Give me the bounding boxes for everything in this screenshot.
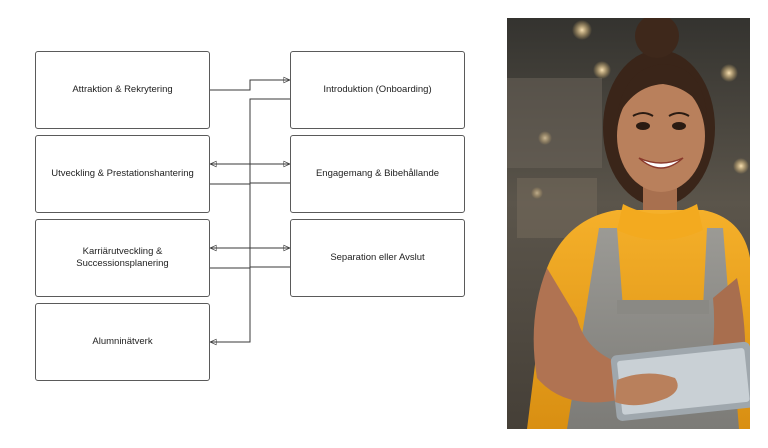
node-label: Attraktion & Rekrytering (72, 84, 173, 95)
edge-sep-alu (210, 266, 290, 342)
node-utveckling: Utveckling & Prestationshantering (35, 135, 210, 213)
node-engagemang: Engagemang & Bibehållande (290, 135, 465, 213)
node-separation: Separation eller Avslut (290, 219, 465, 297)
edge-intro-utv (210, 98, 290, 164)
node-label-line1: Karriärutveckling & (82, 246, 163, 257)
photo-illustration (507, 18, 750, 429)
photo-smiling-woman-with-tablet (507, 18, 750, 429)
node-label: Introduktion (Onboarding) (323, 84, 432, 95)
node-label: Separation eller Avslut (330, 252, 425, 263)
node-karriarutveckling: Karriärutveckling & Successionsplanering (35, 219, 210, 297)
node-label: Alumninätverk (92, 336, 153, 347)
edge-attr-intro (210, 80, 290, 91)
edge-kar-sep (210, 248, 290, 269)
node-introduktion: Introduktion (Onboarding) (290, 51, 465, 129)
node-label: Engagemang & Bibehållande (315, 168, 440, 179)
edge-utv-eng (210, 164, 290, 185)
node-label-line2: Successionsplanering (76, 258, 169, 269)
node-attraktion-rekrytering: Attraktion & Rekrytering (35, 51, 210, 129)
node-label: Utveckling & Prestationshantering (51, 168, 194, 179)
node-alumninatverk: Alumninätverk (35, 303, 210, 381)
edge-eng-kar (210, 182, 290, 248)
